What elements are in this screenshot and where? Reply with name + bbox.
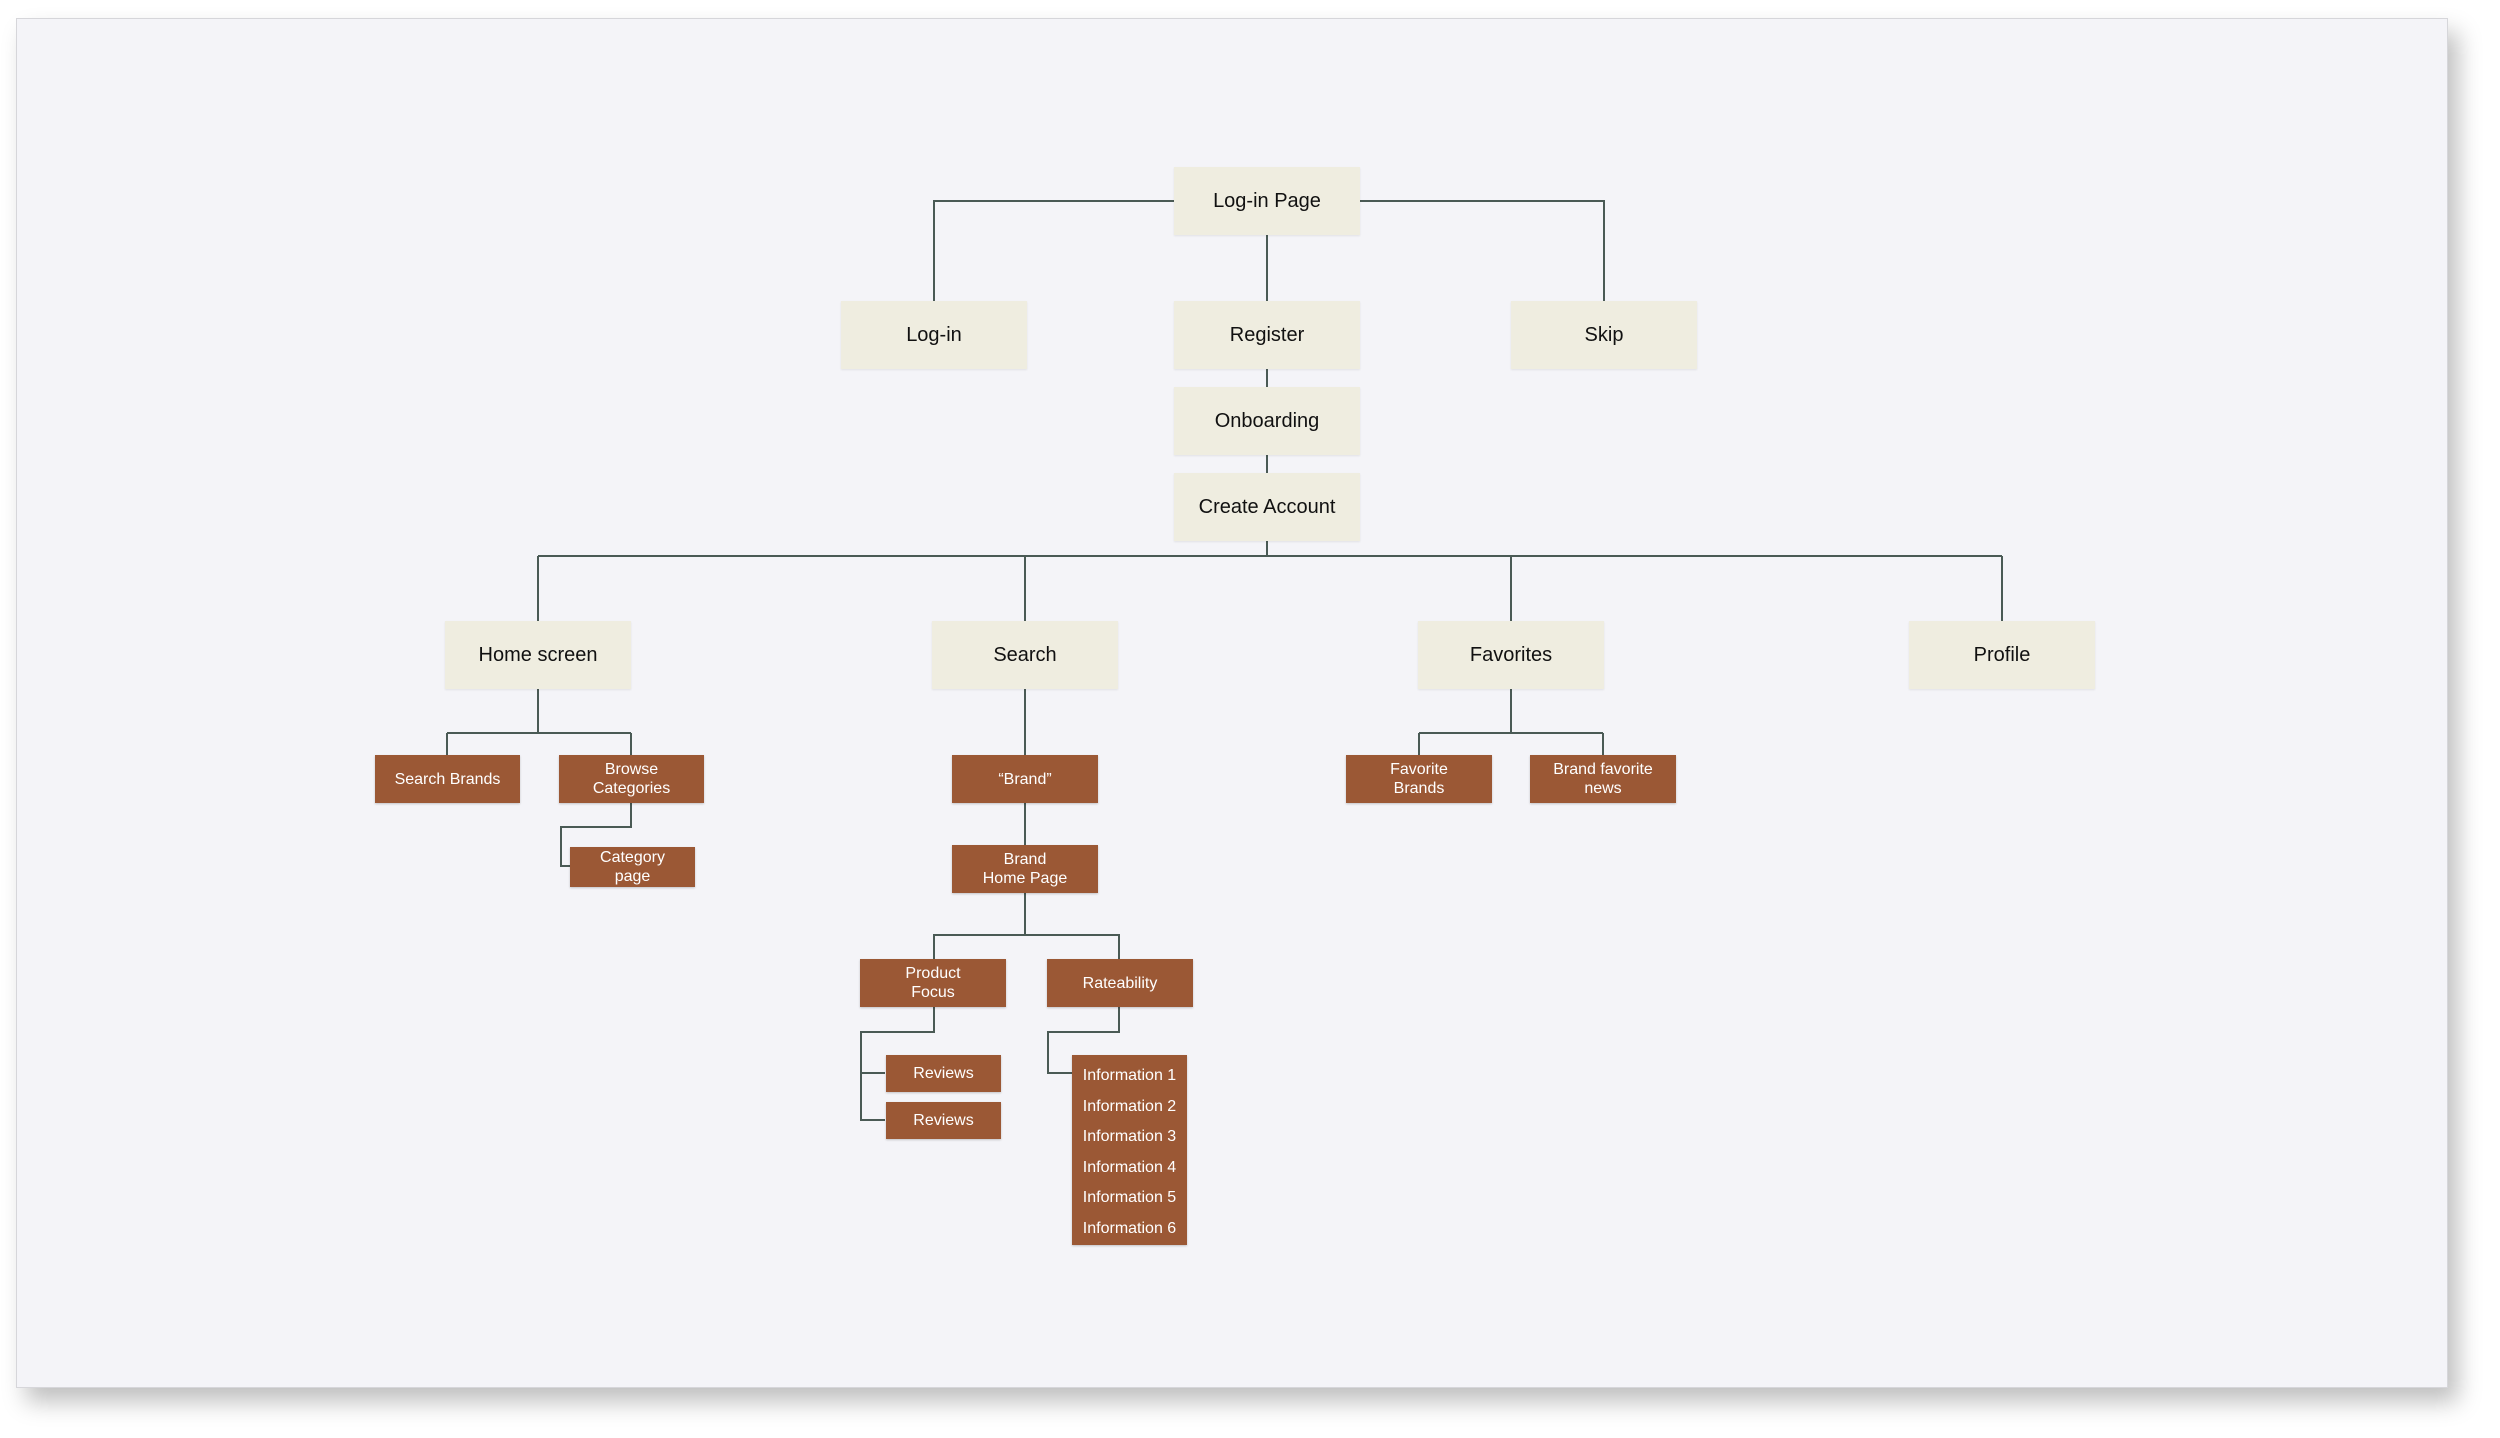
information-item-5: Information 5: [1082, 1189, 1177, 1207]
information-item-3: Information 3: [1082, 1128, 1177, 1146]
information-item-2: Information 2: [1082, 1097, 1177, 1115]
connector-product-reviews: [860, 1007, 935, 1121]
node-profile[interactable]: Profile: [1909, 621, 2095, 689]
diagram-canvas: Log-in Page Log-in Register Skip Onboard…: [16, 18, 2448, 1388]
node-login-page[interactable]: Log-in Page: [1174, 167, 1360, 235]
node-create-account[interactable]: Create Account: [1174, 473, 1360, 541]
node-search[interactable]: Search: [932, 621, 1118, 689]
information-item-1: Information 1: [1082, 1067, 1177, 1084]
node-product-focus[interactable]: Product Focus: [860, 959, 1006, 1007]
node-information-list[interactable]: Information 1 Information 2 Information …: [1072, 1055, 1187, 1245]
node-favorite-brands[interactable]: Favorite Brands: [1346, 755, 1492, 803]
node-home-screen[interactable]: Home screen: [445, 621, 631, 689]
information-item-6: Information 6: [1082, 1219, 1177, 1237]
node-category-page[interactable]: Category page: [570, 847, 695, 887]
node-search-brands[interactable]: Search Brands: [375, 755, 520, 803]
connector-lines: [446, 200, 2003, 1121]
node-brand[interactable]: “Brand”: [952, 755, 1098, 803]
node-onboarding[interactable]: Onboarding: [1174, 387, 1360, 455]
node-register[interactable]: Register: [1174, 301, 1360, 369]
node-brand-favorite-news[interactable]: Brand favorite news: [1530, 755, 1676, 803]
connector-root-skip: [1360, 200, 1605, 301]
node-skip[interactable]: Skip: [1511, 301, 1697, 369]
node-reviews-2[interactable]: Reviews: [886, 1102, 1001, 1139]
node-reviews-1[interactable]: Reviews: [886, 1055, 1001, 1092]
node-brand-home-page[interactable]: Brand Home Page: [952, 845, 1098, 893]
connector-rateability-info: [1047, 1007, 1120, 1074]
connector-brandhome-children: [933, 893, 1120, 959]
node-browse-categories[interactable]: Browse Categories: [559, 755, 704, 803]
node-rateability[interactable]: Rateability: [1047, 959, 1193, 1007]
connector-root-login: [933, 200, 1174, 301]
connector-favorites-children: [1418, 689, 1604, 755]
connector-home-children: [446, 689, 632, 755]
node-login[interactable]: Log-in: [841, 301, 1027, 369]
information-item-4: Information 4: [1082, 1158, 1177, 1176]
node-favorites[interactable]: Favorites: [1418, 621, 1604, 689]
connector-browse-category: [560, 803, 632, 867]
